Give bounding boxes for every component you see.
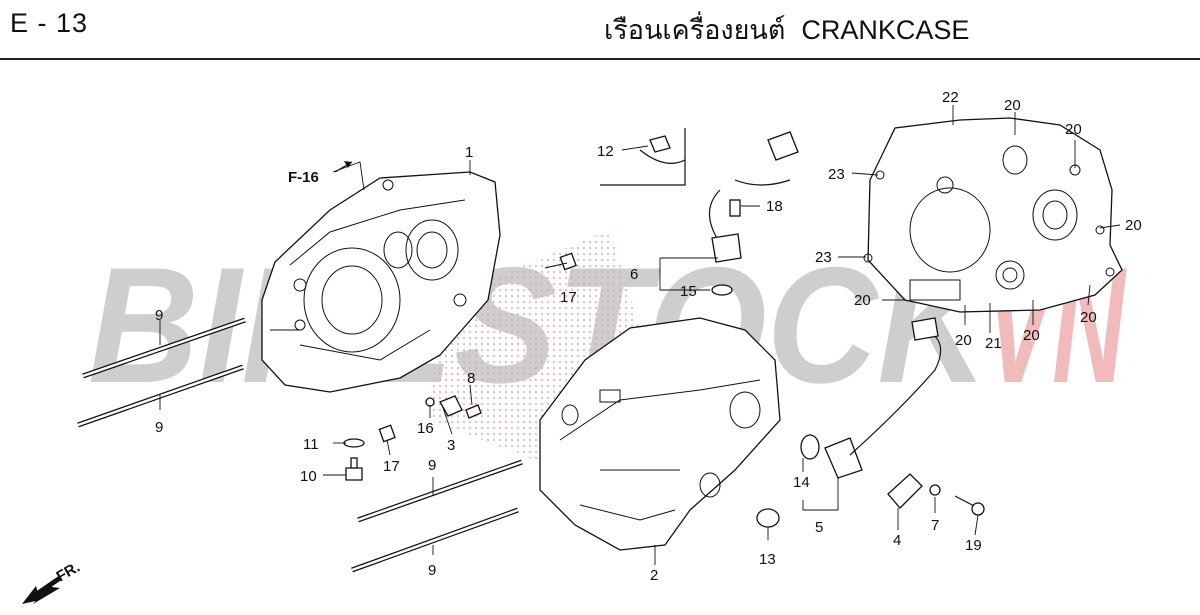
callout-7: 7 xyxy=(931,517,939,534)
callout-23b: 23 xyxy=(815,249,832,266)
callout-20d: 20 xyxy=(854,292,871,309)
callout-1: 1 xyxy=(465,144,473,161)
left-crankcase xyxy=(261,171,501,393)
callout-5: 5 xyxy=(815,519,823,536)
page-code: E - 13 xyxy=(10,8,89,38)
callout-11: 11 xyxy=(303,436,319,453)
callout-20g: 20 xyxy=(1080,309,1097,326)
front-direction-arrow: FR. xyxy=(22,559,83,604)
callout-4: 4 xyxy=(893,532,901,549)
callout-19: 19 xyxy=(965,537,982,554)
title-english: CRANKCASE xyxy=(801,15,970,45)
callout-9b: 9 xyxy=(155,419,163,436)
callout-20b: 20 xyxy=(1065,121,1082,138)
callout-2: 2 xyxy=(650,567,658,584)
callout-16: 16 xyxy=(417,420,434,437)
callout-9c: 9 xyxy=(428,457,436,474)
callout-13: 13 xyxy=(759,551,776,568)
callout-labels: 1 2 3 4 5 6 7 8 9 9 9 9 10 11 12 13 14 1… xyxy=(155,89,1142,584)
callout-21: 21 xyxy=(985,335,1002,352)
reference-label: F-16 xyxy=(288,169,319,186)
callout-9a: 9 xyxy=(155,307,163,324)
right-crankcase xyxy=(539,317,781,551)
callout-9d: 9 xyxy=(428,562,436,579)
reference-f16: F-16 xyxy=(288,161,353,186)
callout-17a: 17 xyxy=(560,289,577,306)
callout-18: 18 xyxy=(766,198,783,215)
callout-23a: 23 xyxy=(828,166,845,183)
callout-17b: 17 xyxy=(383,458,400,475)
stud-bolts xyxy=(77,317,523,573)
leader-lines xyxy=(159,105,1121,565)
callout-8: 8 xyxy=(467,370,475,387)
callout-10: 10 xyxy=(300,468,317,485)
callout-12: 12 xyxy=(597,143,614,160)
callout-20f: 20 xyxy=(1023,327,1040,344)
callout-20c: 20 xyxy=(1125,217,1142,234)
callout-20a: 20 xyxy=(1004,97,1021,114)
title-thai: เรือนเครื่องยนต์ xyxy=(604,15,786,45)
callout-15: 15 xyxy=(680,283,697,300)
callout-14: 14 xyxy=(793,474,810,491)
page-header: E - 13 เรือนเครื่องยนต์ CRANKCASE xyxy=(0,0,1200,60)
callout-3: 3 xyxy=(447,437,455,454)
header-divider xyxy=(0,58,1200,60)
callout-20e: 20 xyxy=(955,332,972,349)
small-parts xyxy=(343,128,985,528)
page-title: เรือนเครื่องยนต์ CRANKCASE xyxy=(604,8,969,51)
callout-6: 6 xyxy=(630,266,638,283)
callout-22: 22 xyxy=(942,89,959,106)
right-crankcase-cover xyxy=(863,117,1123,313)
